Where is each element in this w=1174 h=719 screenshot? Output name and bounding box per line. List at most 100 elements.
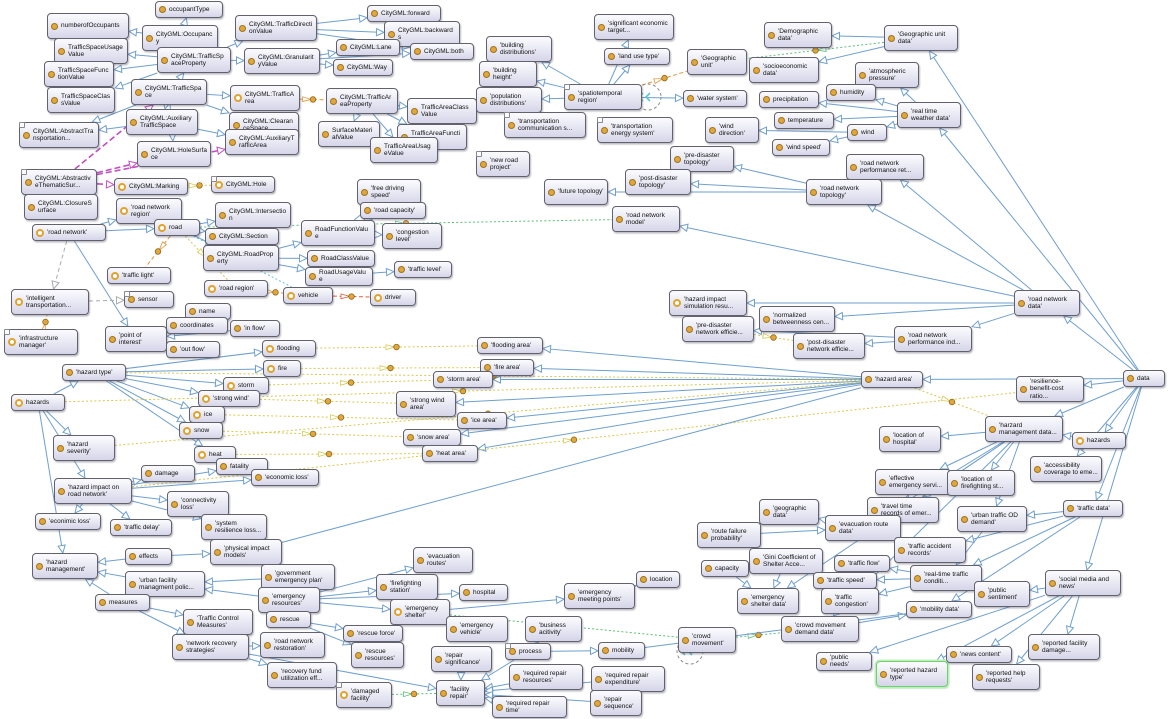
node-abstractThematic[interactable]: CityGML:AbstractiveThematicSur...: [21, 169, 97, 195]
node-humidity[interactable]: humidity: [826, 84, 876, 101]
node-roadRegion[interactable]: 'road region': [204, 280, 268, 297]
node-strongWindArea[interactable]: 'strong wind area': [396, 391, 456, 417]
node-normalizedBetweenness[interactable]: 'normalized betweenness cen...: [759, 306, 835, 332]
node-auxTrafficArea[interactable]: CityGML:AuxiliaryTrafficArea: [225, 129, 299, 155]
expand-icon[interactable]: [211, 176, 217, 182]
node-economicLossMid[interactable]: 'economic loss': [251, 469, 319, 486]
expand-icon[interactable]: [4, 329, 10, 335]
node-road[interactable]: road: [154, 219, 200, 236]
node-trafficAreaUsageValue[interactable]: TrafficAreaUsageValue: [370, 137, 438, 163]
node-heatArea[interactable]: 'heat area': [422, 445, 478, 462]
node-iceArea[interactable]: 'ice area': [457, 412, 507, 429]
node-intelligentTransportation[interactable]: 'intelligent transportation...: [11, 289, 89, 315]
node-strongWind[interactable]: 'strong wind': [198, 390, 260, 407]
node-recoveryFund[interactable]: 'recovery fund utilization eff...: [267, 662, 337, 688]
node-roadNetworkTopology[interactable]: 'road network topology': [806, 179, 882, 205]
node-emergencyShelterData[interactable]: 'emergency shelter data': [737, 588, 799, 614]
node-forward[interactable]: CityGML:forward: [367, 5, 441, 22]
node-trafficLight[interactable]: 'traffic light': [107, 267, 171, 284]
node-requiredRepairTime[interactable]: 'required repair time': [492, 696, 567, 718]
node-tsUsageValue[interactable]: TrafficSpaceUsageValue: [54, 38, 128, 64]
node-roadNetworkData[interactable]: 'road network data': [1014, 290, 1080, 316]
node-trafficAreaProperty[interactable]: CityGML:TrafficAreaProperty: [326, 88, 398, 114]
node-dataNode[interactable]: data: [1123, 370, 1165, 387]
node-rescue[interactable]: rescue: [266, 611, 311, 628]
node-hole[interactable]: CityGML:Hole: [211, 176, 275, 193]
node-floodingArea[interactable]: 'flooding area': [477, 337, 543, 354]
node-preDisasterNetworkEfficie[interactable]: 'pre-disaster network efficie...: [682, 316, 754, 342]
expand-icon[interactable]: [504, 112, 510, 118]
node-realTimeTrafficConditi[interactable]: 'real-time traffic conditi...: [910, 565, 982, 591]
node-backwards[interactable]: CityGML:backwards: [384, 21, 460, 47]
node-preDisasterTopology[interactable]: 'pre-disaster topology': [670, 146, 734, 172]
node-hazardsLeft[interactable]: hazards: [11, 394, 65, 411]
node-realTimeWeatherData[interactable]: 'real time weather data': [897, 102, 961, 128]
node-roadNetworkRestoration[interactable]: 'road network restoration': [260, 632, 325, 658]
node-fireArea[interactable]: 'fire area': [480, 359, 534, 376]
node-hazardImpactRoad[interactable]: 'hazard impact on road network': [54, 478, 132, 504]
node-way[interactable]: CityGML:Way: [333, 59, 393, 76]
node-vehicle[interactable]: vehicle: [283, 287, 333, 304]
node-measures[interactable]: measures: [95, 594, 150, 611]
node-rescueResources[interactable]: 'rescue resources': [351, 642, 404, 668]
node-locationNode[interactable]: location: [636, 571, 680, 588]
node-pointOfInterest[interactable]: 'point of interest': [105, 326, 167, 352]
node-geographicUnit[interactable]: 'Geographic unit': [687, 49, 747, 75]
expand-icon[interactable]: [124, 291, 130, 297]
node-landUseType[interactable]: 'land use type': [604, 48, 670, 65]
node-reportedHazardType[interactable]: 'reported hazard type': [876, 661, 948, 687]
node-facilityRepair[interactable]: 'facility repair': [436, 680, 485, 706]
node-mobilityData[interactable]: 'mobility data': [906, 601, 972, 618]
node-roadNetwork[interactable]: 'road network': [32, 224, 106, 241]
node-windSpeed[interactable]: 'wind speed': [772, 139, 830, 156]
node-hazardsRight[interactable]: hazards: [1072, 432, 1126, 449]
node-roadClassValue[interactable]: RoadClassValue: [307, 250, 375, 267]
expand-icon[interactable]: [505, 643, 511, 649]
node-granularityValue[interactable]: CityGML:GranularityValue: [244, 48, 320, 74]
node-newsContent[interactable]: 'news content': [946, 646, 1012, 663]
node-snowArea[interactable]: 'snow area': [403, 429, 461, 446]
node-newRoadProject[interactable]: 'new road project': [476, 151, 530, 177]
node-congestionLevel[interactable]: 'congestion level': [382, 223, 442, 249]
node-auxTrafficSpace[interactable]: CityGML:AuxiliaryTrafficSpace: [126, 109, 198, 135]
node-hazardType[interactable]: 'hazard type': [62, 364, 126, 381]
node-closureSurface[interactable]: CityGML:ClosureSurface: [24, 194, 98, 220]
node-econimicLoss[interactable]: 'econimic loss': [35, 513, 101, 530]
node-physicalImpactModels[interactable]: 'physical impact models': [210, 539, 282, 565]
node-evacuationRouteData[interactable]: 'evacuation route data': [825, 515, 901, 541]
node-effectiveEmergency[interactable]: 'effective emergency servi...: [875, 469, 951, 495]
node-socialMediaNews[interactable]: 'social media and news': [1045, 570, 1121, 596]
node-hazardManagement[interactable]: 'hazard management': [32, 553, 98, 579]
node-sensor[interactable]: sensor: [124, 291, 174, 308]
node-precipitation[interactable]: precipitation: [759, 91, 819, 108]
node-emergencyMeetingPoints[interactable]: 'emergency meeting points': [564, 583, 635, 609]
expand-icon[interactable]: [597, 117, 603, 123]
node-repairSignificance[interactable]: 'repair significance': [431, 646, 492, 672]
node-postDisasterNetworkEfficie[interactable]: 'post-disaster network efficie...: [793, 333, 865, 359]
node-geographicUnitData[interactable]: 'Geographic unit data': [884, 25, 958, 51]
expand-icon[interactable]: [21, 169, 27, 175]
node-stormArea[interactable]: 'storm area': [433, 371, 493, 388]
node-outFlow[interactable]: 'out flow': [166, 341, 220, 358]
node-holeSurface[interactable]: CityGML:HoleSurface: [137, 141, 211, 167]
node-evacuationRoutes[interactable]: 'evacuation routes': [413, 547, 473, 573]
node-damage[interactable]: damage: [141, 465, 195, 482]
node-intersection[interactable]: CityGML:Intersection: [215, 202, 291, 228]
node-harzardManagementData[interactable]: 'harzard management data...: [985, 416, 1063, 442]
node-repairSequence[interactable]: 'repair sequence': [590, 690, 642, 716]
node-populationDistributions[interactable]: 'population distributions': [476, 87, 542, 113]
node-connectivityLoss[interactable]: 'connectivity loss': [167, 491, 229, 517]
node-transportationEnergy[interactable]: 'transportation energy system': [597, 117, 673, 143]
node-locationOfHospital[interactable]: 'location of hospital': [879, 426, 941, 452]
node-firefightingStation[interactable]: 'firefighting station': [376, 574, 438, 600]
node-reportedHelpRequests[interactable]: 'reported help requests': [972, 664, 1040, 690]
node-tsClassValue[interactable]: TrafficSpaceClassValue: [47, 87, 115, 113]
node-requiredRepairResources[interactable]: 'required repair resources': [509, 664, 583, 690]
node-roadNetworkPerformanceInd[interactable]: 'road network performance ind...: [894, 326, 972, 352]
node-locationOfFirefighting[interactable]: 'location of firefighting st...: [947, 470, 1015, 496]
node-snow[interactable]: snow: [179, 422, 223, 439]
node-capacity[interactable]: capacity: [701, 560, 749, 577]
node-trafficLevel[interactable]: 'traffic level': [394, 261, 452, 278]
node-trafficCongestion[interactable]: 'traffic congestion': [821, 588, 879, 614]
node-freeDrivingSpeed[interactable]: 'free driving speed': [357, 179, 421, 205]
